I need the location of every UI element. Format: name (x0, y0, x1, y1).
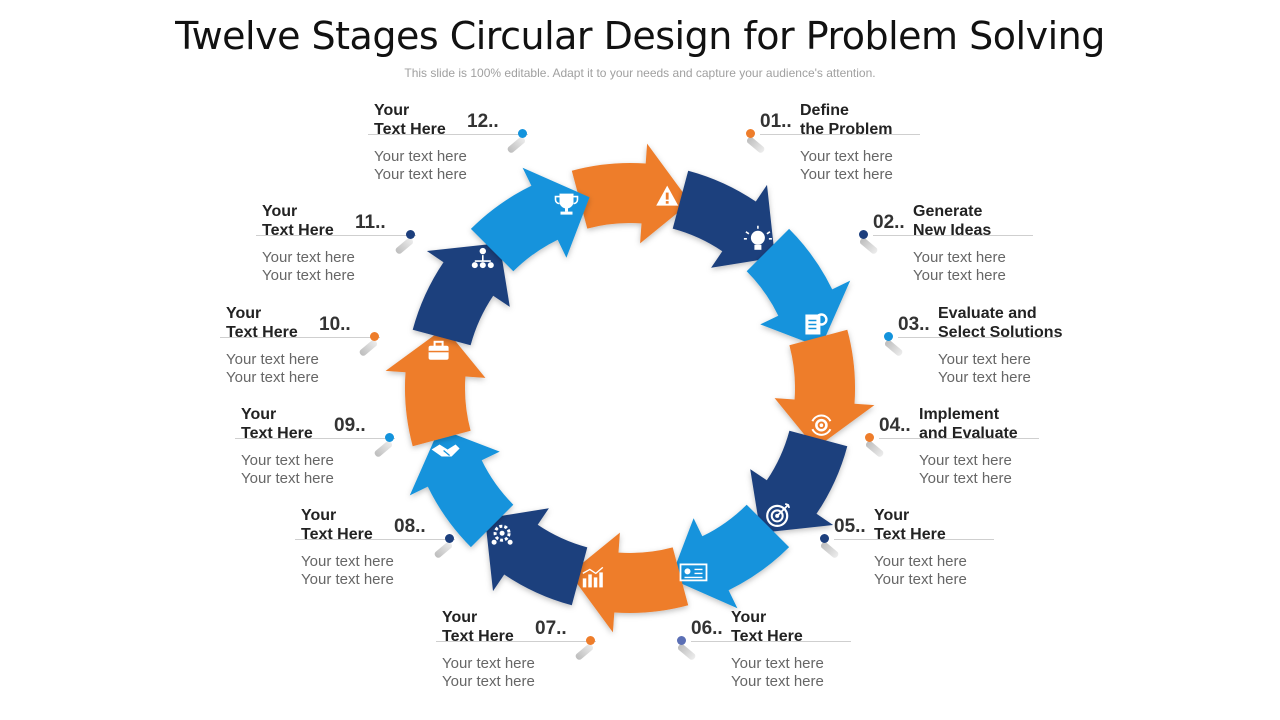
connector-dot (518, 129, 527, 138)
stage-number: 06.. (691, 618, 723, 639)
stage-number: 09.. (334, 415, 366, 436)
connector-dot (445, 534, 454, 543)
divider (691, 641, 851, 642)
stage-arrow-7 (569, 532, 689, 633)
connector-dot (385, 433, 394, 442)
connector-dot (884, 332, 893, 341)
connector-pin (506, 135, 527, 155)
page-subtitle: This slide is 100% editable. Adapt it to… (404, 66, 876, 80)
connector-dot (406, 230, 415, 239)
divider (436, 641, 596, 642)
connector-pin (433, 540, 454, 560)
stage-number: 08.. (394, 516, 426, 537)
stage-number: 07.. (535, 618, 567, 639)
stage-arrow-10 (385, 327, 486, 447)
stage-arrow-1 (571, 143, 691, 244)
divider (873, 235, 1033, 236)
divider (295, 539, 455, 540)
stage-arrow-8 (485, 508, 588, 606)
connector-pin (358, 338, 379, 358)
stage-number: 12.. (467, 111, 499, 132)
divider (235, 438, 395, 439)
connector-pin (373, 439, 394, 459)
divider (368, 134, 528, 135)
connector-dot (370, 332, 379, 341)
page-title: Twelve Stages Circular Design for Proble… (175, 14, 1105, 58)
connector-pin (574, 642, 595, 662)
stage-number: 11.. (355, 212, 386, 233)
stage-arrow-3 (746, 228, 851, 348)
stage-arrow-9 (409, 428, 514, 548)
stage-arrow-6 (670, 504, 790, 609)
stage-arrow-11 (412, 243, 510, 346)
connector-pin (394, 236, 415, 256)
divider (879, 438, 1039, 439)
connector-dot (865, 433, 874, 442)
connector-dot (586, 636, 595, 645)
divider (256, 235, 416, 236)
stage-number: 04.. (879, 415, 911, 436)
stage-number: 03.. (898, 314, 930, 335)
connector-dot (677, 636, 686, 645)
stage-number: 01.. (760, 111, 792, 132)
stage-number: 05.. (834, 516, 866, 537)
divider (834, 539, 994, 540)
connector-dot (820, 534, 829, 543)
connector-dot (859, 230, 868, 239)
stage-number: 10.. (319, 314, 351, 335)
stage-number: 02.. (873, 212, 905, 233)
divider (760, 134, 920, 135)
divider (220, 337, 380, 338)
stage-arrow-2 (672, 170, 775, 268)
connector-dot (746, 129, 755, 138)
stage-arrow-5 (750, 430, 848, 533)
stage-arrow-4 (774, 329, 875, 449)
divider (898, 337, 1058, 338)
